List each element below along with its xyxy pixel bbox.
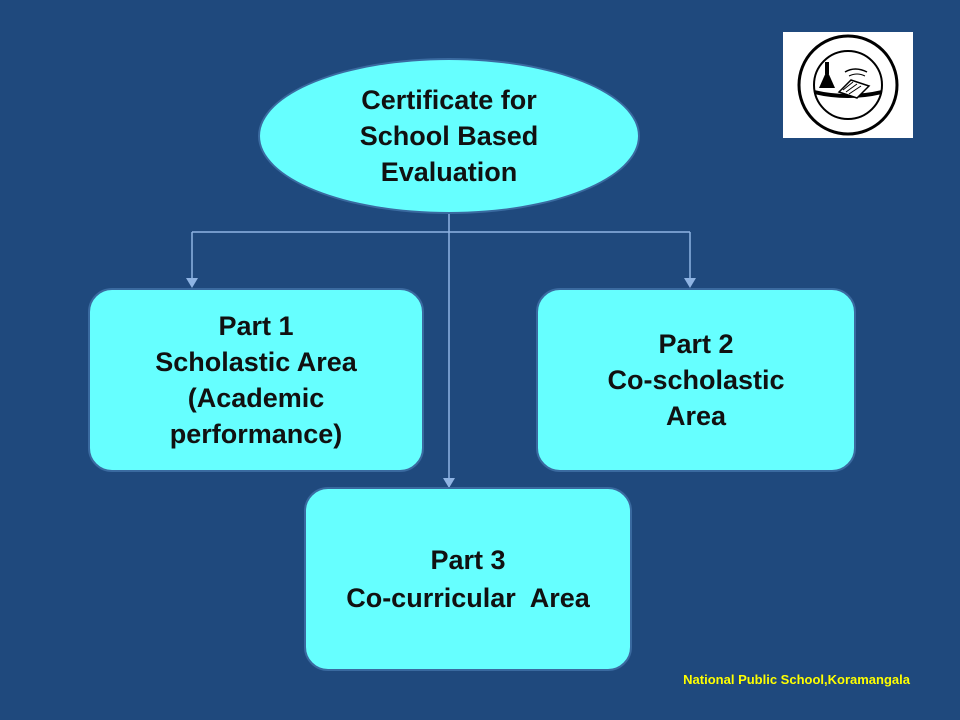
footer-school-name: National Public School,Koramangala <box>683 672 910 687</box>
school-seal-icon <box>797 34 899 136</box>
root-line-3: Evaluation <box>380 157 518 187</box>
part2-line-3: Area <box>665 401 727 431</box>
root-node-certificate: Certificate for School Based Evaluation <box>258 58 640 214</box>
arrowhead-part2 <box>684 278 696 288</box>
part2-line-1: Part 2 <box>658 329 734 359</box>
arrowhead-part1 <box>186 278 198 288</box>
node-part3-co-curricular: Part 3 Co-curricular Area <box>304 487 632 671</box>
part1-line-1: Part 1 <box>218 311 294 341</box>
node-part1-scholastic: Part 1 Scholastic Area (Academic perform… <box>88 288 424 472</box>
part1-line-2: Scholastic Area <box>155 347 357 377</box>
part3-line-2: Co-curricular Area <box>346 583 590 613</box>
school-logo <box>783 32 913 138</box>
node-part2-co-scholastic: Part 2 Co-scholastic Area <box>536 288 856 472</box>
part1-line-3: (Academic <box>187 383 325 413</box>
part1-line-4: performance) <box>169 419 343 449</box>
part2-line-2: Co-scholastic <box>607 365 785 395</box>
arrowhead-part3 <box>443 478 455 488</box>
part3-line-1: Part 3 <box>430 545 506 575</box>
root-line-2: School Based <box>359 121 539 151</box>
root-line-1: Certificate for <box>361 85 537 115</box>
